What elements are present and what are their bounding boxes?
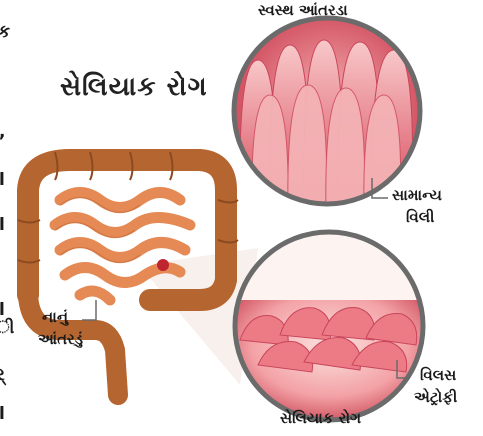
edge-text-0: ક [0, 22, 10, 42]
healthy-villi-circle [230, 15, 430, 215]
normal-villi-label-line1: સામાન્ય [392, 186, 442, 204]
celiac-villi-circle [230, 230, 430, 430]
villous-atrophy-label-line2: એટ્રોફી [414, 388, 457, 406]
villous-atrophy-label-line1: વિલસ [420, 366, 456, 384]
edge-text-2: l [0, 170, 5, 190]
edge-text-1: , [0, 122, 5, 142]
edge-text-7: l [0, 404, 5, 424]
healthy-intestine-label: સ્વસ્થ આંતરડા [258, 1, 348, 19]
edge-text-5: ી [0, 318, 14, 338]
edge-text-3: l [0, 215, 5, 235]
edge-text-4: l [0, 300, 5, 320]
page-title: સેલિયાક રોગ [60, 72, 208, 103]
normal-villi-label-line2: વિલી [406, 208, 434, 226]
edge-text-6: ર્ [0, 365, 5, 385]
small-intestine-label-line2: આંતરડું [38, 330, 83, 348]
celiac-disease-label: સેલિયાક રોગ [280, 409, 361, 427]
small-intestine-label-line1: નાનું [42, 308, 68, 326]
